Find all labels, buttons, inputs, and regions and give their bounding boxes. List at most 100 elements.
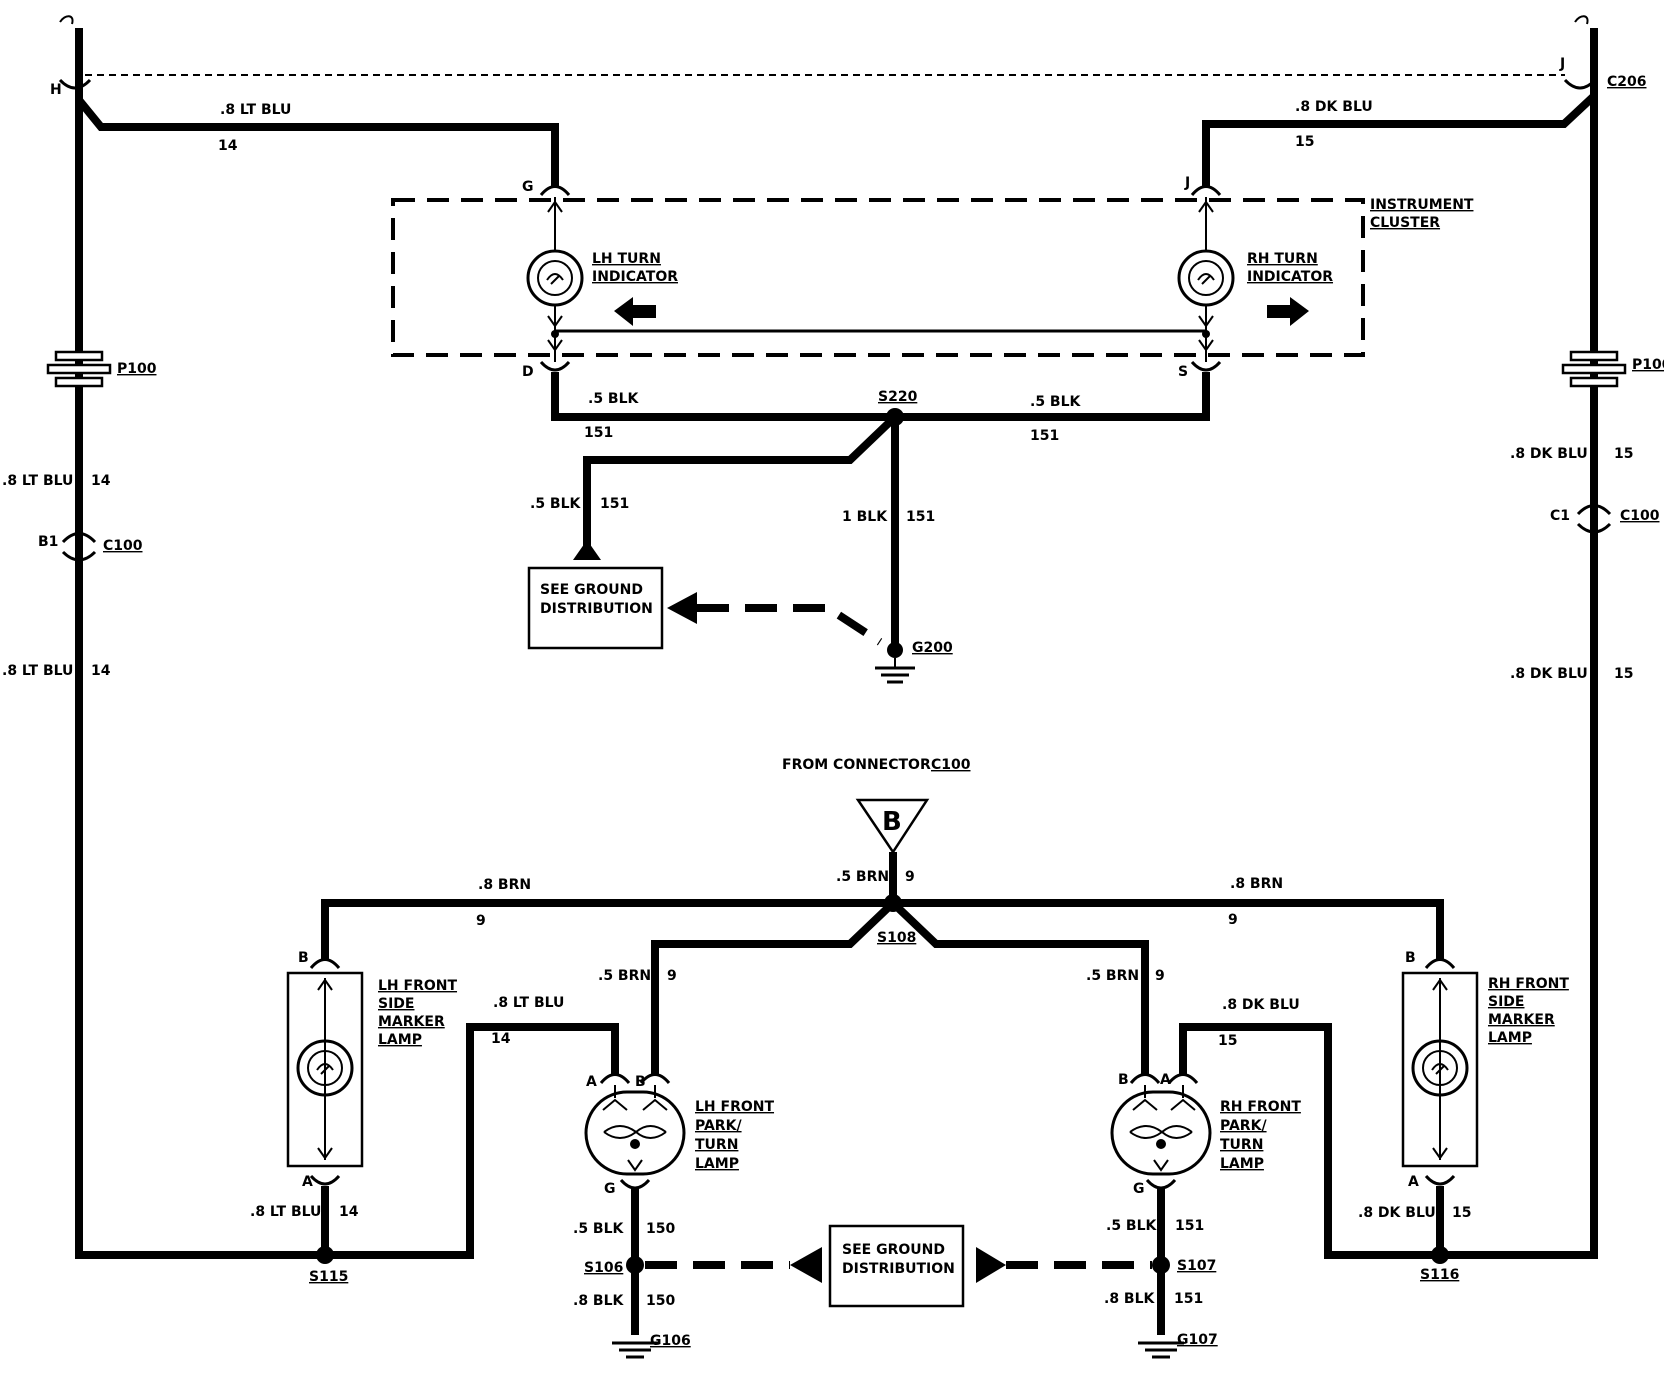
g107-ground: G107: [1138, 1332, 1218, 1359]
wire-blk-right-circuit: 151: [1030, 428, 1059, 444]
rh-side-marker-label-2: SIDE: [1488, 994, 1524, 1010]
s106-splice: S106: [584, 1256, 644, 1276]
wire-top-left-circuit: 14: [218, 138, 238, 154]
s116-label: S116: [1420, 1267, 1459, 1283]
lh-side-marker-label-3: MARKER: [378, 1014, 445, 1030]
rh-turn-indicator-label-2: INDICATOR: [1247, 269, 1333, 285]
wire-right-upper-circuit: 15: [1614, 446, 1633, 462]
rh-side-pin-a: A: [1408, 1174, 1419, 1190]
wire-brn-rh-lamp-circuit: 9: [1155, 968, 1165, 984]
from-connector-c100: FROM CONNECTOR C100 B: [782, 757, 971, 855]
lh-turn-indicator-label-2: INDICATOR: [592, 269, 678, 285]
wire-blk-left-color: .5 BLK: [588, 391, 640, 407]
s107-splice: S107: [1152, 1256, 1216, 1274]
lh-park-pin-a: A: [586, 1074, 597, 1090]
lh-side-marker-label-2: SIDE: [378, 996, 414, 1012]
ground-arrow-icon: [573, 540, 601, 560]
p100-right-label: P100: [1632, 357, 1664, 373]
wire-s107-down-color: .8 BLK: [1104, 1291, 1156, 1307]
wire-blk-down-circuit: 151: [600, 496, 629, 512]
rh-front-side-marker-lamp: B A: [1401, 950, 1479, 1264]
left-main-wire: [75, 28, 619, 1259]
right-arrow-icon: [1267, 297, 1309, 326]
lh-park-pin-g: G: [604, 1181, 616, 1197]
wire-brn-rh-lamp-color: .5 BRN: [1086, 968, 1139, 984]
lh-side-pin-b: B: [298, 950, 309, 966]
s108-brown-circuit: S108: [321, 852, 1444, 1075]
wire-top-right-circuit: 15: [1295, 134, 1314, 150]
cluster-pin-g: G: [522, 179, 534, 195]
rh-park-pin-b: B: [1118, 1072, 1129, 1088]
lh-park-turn-label-3: TURN: [695, 1137, 738, 1153]
rh-side-marker-label-3: MARKER: [1488, 1012, 1555, 1028]
wire-s106-up-circuit: 150: [646, 1221, 675, 1237]
lh-park-pin-b: B: [635, 1074, 646, 1090]
g200-label: G200: [912, 640, 953, 656]
wire-s106-down-color: .8 BLK: [573, 1293, 625, 1309]
wire-brn-left-circuit: 9: [476, 913, 486, 929]
rh-park-turn-label-1: RH FRONT: [1220, 1099, 1301, 1115]
c206-connector: H J C206: [50, 15, 1647, 98]
p100-left-connector: P100: [46, 350, 157, 388]
g106-label: G106: [650, 1333, 691, 1349]
wire-s116-circuit: 15: [1452, 1205, 1471, 1221]
c206-pin-h: H: [50, 82, 62, 98]
wire-brn-source-color: .5 BRN: [836, 869, 889, 885]
cluster-pin-j: J: [1184, 175, 1190, 191]
rh-park-turn-label-4: LAMP: [1220, 1156, 1264, 1172]
wire-g200-color: 1 BLK: [842, 509, 888, 525]
wire-s107-down-circuit: 151: [1174, 1291, 1203, 1307]
lh-side-pin-a: A: [302, 1174, 313, 1190]
lh-side-marker-label-1: LH FRONT: [378, 978, 457, 994]
wire-brn-left-color: .8 BRN: [478, 877, 531, 893]
ground-distribution-upper-2: DISTRIBUTION: [540, 601, 653, 617]
from-connector-letter: B: [882, 807, 902, 837]
s220-label: S220: [878, 389, 918, 405]
s108-label: S108: [877, 930, 916, 946]
wire-s107-up-color: .5 BLK: [1106, 1218, 1158, 1234]
wire-right-lower-color: .8 DK BLU: [1510, 666, 1588, 682]
cluster-pin-d: D: [522, 364, 534, 380]
wire-right-lower-circuit: 15: [1614, 666, 1633, 682]
g106-ground: G106: [612, 1333, 691, 1359]
p100-right-connector: P100: [1561, 350, 1664, 388]
wire-g200-circuit: 151: [906, 509, 935, 525]
g200-ground: G200: [875, 640, 953, 684]
c100-left-label: C100: [103, 538, 143, 554]
left-arrow-icon: [614, 297, 656, 326]
lh-side-marker-label-4: LAMP: [378, 1032, 422, 1048]
s107-label: S107: [1177, 1258, 1216, 1274]
lh-park-turn-label-2: PARK/: [695, 1118, 742, 1134]
rh-park-turn-label-2: PARK/: [1220, 1118, 1267, 1134]
c206-label: C206: [1607, 74, 1647, 90]
wire-s106-down-circuit: 150: [646, 1293, 675, 1309]
ground-distribution-lower-2: DISTRIBUTION: [842, 1261, 955, 1277]
rh-side-marker-label-1: RH FRONT: [1488, 976, 1569, 992]
wire-left-upper-circuit: 14: [91, 473, 111, 489]
wire-lh-lamp-blu-color: .8 LT BLU: [493, 995, 564, 1011]
rh-park-pin-g: G: [1133, 1181, 1145, 1197]
ground-distribution-upper-1: SEE GROUND: [540, 582, 643, 598]
c100-left-connector: B1 C100: [38, 532, 143, 562]
c100-left-pin: B1: [38, 534, 58, 550]
s106-label: S106: [584, 1260, 623, 1276]
wire-brn-lh-lamp-circuit: 9: [667, 968, 677, 984]
c206-pin-j: J: [1559, 56, 1565, 72]
wire-s116-color: .8 DK BLU: [1358, 1205, 1436, 1221]
wire-brn-right-circuit: 9: [1228, 912, 1238, 928]
wire-rh-lamp-blu-color: .8 DK BLU: [1222, 997, 1300, 1013]
wire-top-left-color: .8 LT BLU: [220, 102, 291, 118]
wire-brn-source-circuit: 9: [905, 869, 915, 885]
from-connector-text: FROM CONNECTOR: [782, 757, 931, 773]
s220-ground-circuit: S220: [551, 372, 1210, 650]
wire-s115-circuit: 14: [339, 1204, 359, 1220]
wire-left-lower-circuit: 14: [91, 663, 111, 679]
wire-brn-right-color: .8 BRN: [1230, 876, 1283, 892]
rh-side-pin-b: B: [1405, 950, 1416, 966]
c100-right-pin: C1: [1550, 508, 1570, 524]
lh-front-side-marker-lamp: B A: [286, 950, 364, 1264]
c100-right-label: C100: [1620, 508, 1660, 524]
wire-brn-lh-lamp-color: .5 BRN: [598, 968, 651, 984]
wire-left-upper-color: .8 LT BLU: [2, 473, 73, 489]
